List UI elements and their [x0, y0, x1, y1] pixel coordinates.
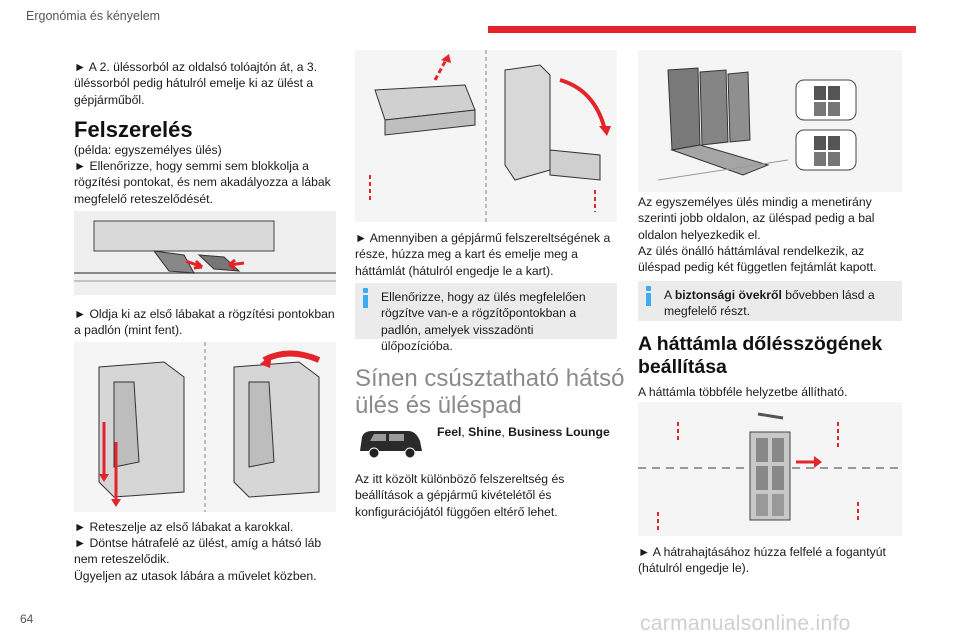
info-text: Ellenőrizze, hogy az ülés megfelelően rö… — [381, 290, 586, 354]
trim-business-lounge: Business Lounge — [508, 425, 610, 439]
armrest-lift-illustration — [355, 50, 617, 222]
step-lock-front: ► Reteszelje az első lábakat a karokkal. — [74, 520, 294, 534]
section-heading-sliding: Sínen csúsztatható hátsó ülés és üléspad — [355, 365, 625, 419]
rear-seats-illustration — [638, 50, 902, 192]
warning-feet: Ügyeljen az utasok lábára a művelet közb… — [74, 569, 317, 583]
header-accent-bar — [488, 26, 916, 33]
trim-levels: Feel, Shine, Business Lounge — [437, 424, 627, 440]
info-box-seatbelts: A biztonsági övekről bővebben lásd a meg… — [638, 281, 902, 321]
step-check: ► Ellenőrizze, hogy semmi sem blokkolja … — [74, 159, 331, 206]
van-icon — [356, 425, 426, 461]
section-heading-backrest-angle: A háttámla dőlésszögének beállítása — [638, 333, 883, 378]
floor-anchor-illustration — [74, 211, 336, 295]
header-title: Ergonómia és kényelem — [26, 9, 161, 23]
trim-shine: Shine — [468, 425, 502, 439]
watermark: carmanualsonline.info — [640, 612, 851, 635]
step-release: ► Oldja ki az első lábakat a rögzítési p… — [74, 307, 335, 338]
page-number: 64 — [20, 612, 34, 626]
seat-tilt-illustration — [74, 342, 336, 512]
info-text-pre: A — [664, 288, 675, 302]
trim-separator: , — [501, 425, 509, 439]
info-icon — [361, 288, 371, 308]
step-tilt-back: ► Döntse hátrafelé az ülést, amíg a háts… — [74, 536, 322, 567]
info-text-post: bővebben lásd a megfelelő részt. — [664, 288, 875, 319]
backrest-adjust-illustration — [638, 402, 902, 536]
info-icon — [644, 286, 654, 306]
info-text-link: biztonsági övekről — [674, 288, 782, 302]
step-lift-backrest: ► Amennyiben a gépjármű felszereltségéne… — [355, 231, 611, 278]
backrest-text: Az ülés önálló háttámlával rendelkezik, … — [638, 244, 877, 275]
seat-position-text: Az egyszemélyes ülés mindig a menetirány… — [638, 195, 875, 242]
config-note: Az itt közölt különböző felszereltség és… — [355, 472, 565, 519]
backrest-positions-text: A háttámla többféle helyzetbe állítható. — [638, 385, 848, 399]
step-fold-back: ► A hátrahajtásához húzza felfelé a foga… — [638, 545, 886, 576]
example-note: (példa: egyszemélyes ülés) — [74, 143, 222, 157]
trim-feel: Feel — [437, 425, 462, 439]
section-heading-install: Felszerelés — [74, 117, 193, 142]
trim-separator: , — [461, 425, 469, 439]
info-box-anchor: Ellenőrizze, hogy az ülés megfelelően rö… — [355, 283, 617, 353]
intro-text: ► A 2. üléssorból az oldalsó tolóajtón á… — [74, 60, 318, 107]
